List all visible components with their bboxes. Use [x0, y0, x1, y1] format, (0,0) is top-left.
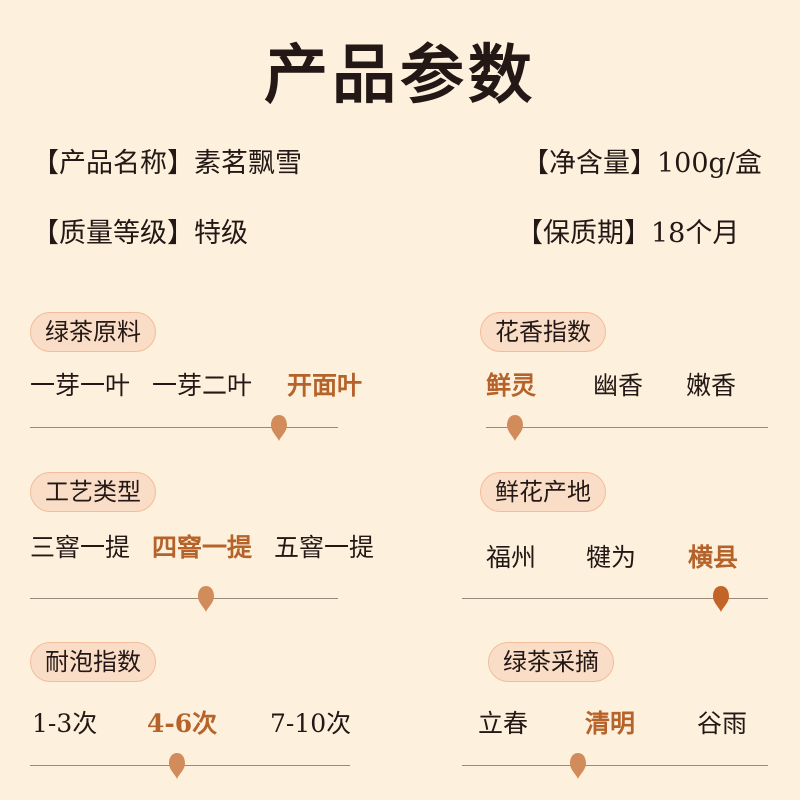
brew-endurance-scale-line: [30, 765, 350, 766]
section-tag-process-type: 工艺类型: [30, 472, 156, 512]
brew-endurance-option-1: 1-3次: [32, 709, 98, 738]
net-weight-value: 100g/盒: [657, 148, 762, 179]
flower-origin-scale-line: [462, 598, 768, 599]
section-tag-tea-picking: 绿茶采摘: [488, 642, 614, 682]
tea-picking-scale-line: [462, 765, 768, 766]
page-title: 产品参数: [264, 38, 536, 113]
tea-material-option-1: 一芽一叶: [30, 371, 131, 400]
brew-endurance-marker: [169, 753, 185, 779]
section-tag-tea-material: 绿茶原料: [30, 312, 156, 352]
quality-grade-row: 【质量等级】特级: [32, 216, 248, 252]
net-weight-label: 【净含量】: [522, 148, 657, 179]
section-tag-brew-endurance: 耐泡指数: [30, 642, 156, 682]
floral-index-marker: [507, 415, 523, 441]
tea-picking-option-2: 清明: [585, 709, 636, 738]
shelf-life-row: 【保质期】18个月: [516, 216, 739, 252]
section-tag-floral-index: 花香指数: [480, 312, 606, 352]
brew-endurance-option-2: 4-6次: [147, 709, 218, 738]
tea-material-marker: [271, 415, 287, 441]
flower-origin-option-1: 福州: [486, 543, 537, 572]
process-type-option-3: 五窨一提: [274, 533, 375, 562]
process-type-option-2: 四窨一提: [152, 533, 253, 562]
net-weight-row: 【净含量】100g/盒: [522, 146, 762, 182]
process-type-marker: [198, 586, 214, 612]
quality-grade-label: 【质量等级】: [32, 218, 194, 249]
floral-index-scale-line: [486, 427, 768, 428]
tea-material-option-2: 一芽二叶: [152, 371, 253, 400]
tea-picking-marker: [570, 753, 586, 779]
tea-material-option-3: 开面叶: [287, 371, 363, 400]
flower-origin-option-2: 犍为: [586, 543, 637, 572]
shelf-life-value: 18个月: [651, 218, 740, 249]
section-tag-flower-origin: 鲜花产地: [480, 472, 606, 512]
product-name-row: 【产品名称】素茗飘雪: [32, 146, 302, 182]
flower-origin-option-3: 横县: [688, 543, 739, 572]
process-type-option-1: 三窨一提: [30, 533, 131, 562]
floral-index-option-2: 幽香: [593, 371, 644, 400]
tea-material-scale-line: [30, 427, 338, 428]
floral-index-option-3: 嫩香: [686, 371, 737, 400]
flower-origin-marker: [713, 586, 729, 612]
product-name-label: 【产品名称】: [32, 148, 194, 179]
shelf-life-label: 【保质期】: [516, 218, 651, 249]
floral-index-option-1: 鲜灵: [486, 371, 537, 400]
brew-endurance-option-3: 7-10次: [270, 709, 352, 738]
product-name-value: 素茗飘雪: [194, 148, 302, 179]
tea-picking-option-3: 谷雨: [697, 709, 748, 738]
quality-grade-value: 特级: [194, 218, 248, 249]
process-type-scale-line: [30, 598, 338, 599]
tea-picking-option-1: 立春: [478, 709, 529, 738]
